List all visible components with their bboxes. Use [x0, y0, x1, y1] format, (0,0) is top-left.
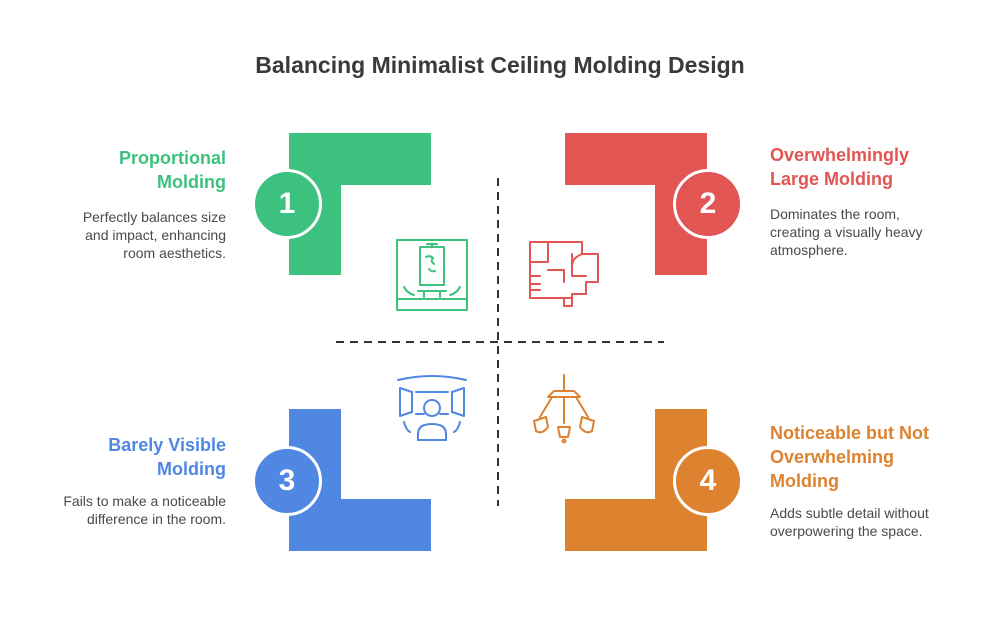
quadrant-3-shape: [289, 409, 431, 551]
desc-line: overpowering the space.: [770, 523, 923, 539]
framed-picture-icon: [396, 239, 468, 311]
heading-line: Barely Visible: [108, 435, 226, 455]
heading-line: Proportional: [119, 148, 226, 168]
quadrant-3-heading: Barely Visible Molding: [108, 433, 226, 481]
desc-line: and impact, enhancing: [85, 227, 226, 243]
quadrant-2-description: Dominates the room, creating a visually …: [770, 205, 923, 259]
heading-line: Molding: [770, 471, 839, 491]
quadrant-1-description: Perfectly balances size and impact, enha…: [83, 208, 226, 262]
heading-line: Molding: [157, 459, 226, 479]
quadrant-4-shape: [565, 409, 707, 551]
desc-line: room aesthetics.: [123, 245, 226, 261]
quadrant-1-heading: Proportional Molding: [119, 146, 226, 194]
chandelier-icon: [533, 374, 595, 444]
desc-line: difference in the room.: [86, 511, 226, 527]
badge-4: 4: [673, 446, 743, 516]
quadrant-1-shape: [289, 133, 431, 275]
desc-line: Perfectly balances size: [82, 209, 226, 225]
page-title: Balancing Minimalist Ceiling Molding Des…: [255, 52, 745, 78]
quadrant-2-heading: Overwhelmingly Large Molding: [770, 143, 909, 191]
quadrant-4-heading: Noticeable but Not Overwhelming Molding: [770, 421, 929, 493]
badge-3: 3: [252, 446, 322, 516]
heading-line: Noticeable but Not: [770, 423, 930, 443]
desc-line: Dominates the room,: [770, 206, 900, 222]
desc-line: atmosphere.: [770, 242, 848, 258]
heading-line: Overwhelming: [770, 447, 895, 467]
heading-line: Overwhelmingly: [770, 145, 910, 165]
horizontal-divider: [336, 341, 664, 343]
quadrant-3-description: Fails to make a noticeable difference in…: [63, 492, 226, 528]
heading-line: Large Molding: [770, 169, 893, 189]
badge-1: 1: [252, 169, 322, 239]
person-in-room-icon: [397, 375, 467, 441]
floor-plan-icon: [529, 241, 599, 307]
desc-line: creating a visually heavy: [770, 224, 923, 240]
quadrant-2-shape: [565, 133, 707, 275]
vertical-divider: [497, 178, 499, 506]
desc-line: Fails to make a noticeable: [63, 493, 226, 509]
desc-line: Adds subtle detail without: [770, 505, 929, 521]
quadrant-4-description: Adds subtle detail without overpowering …: [770, 504, 929, 540]
heading-line: Molding: [157, 172, 226, 192]
badge-2: 2: [673, 169, 743, 239]
